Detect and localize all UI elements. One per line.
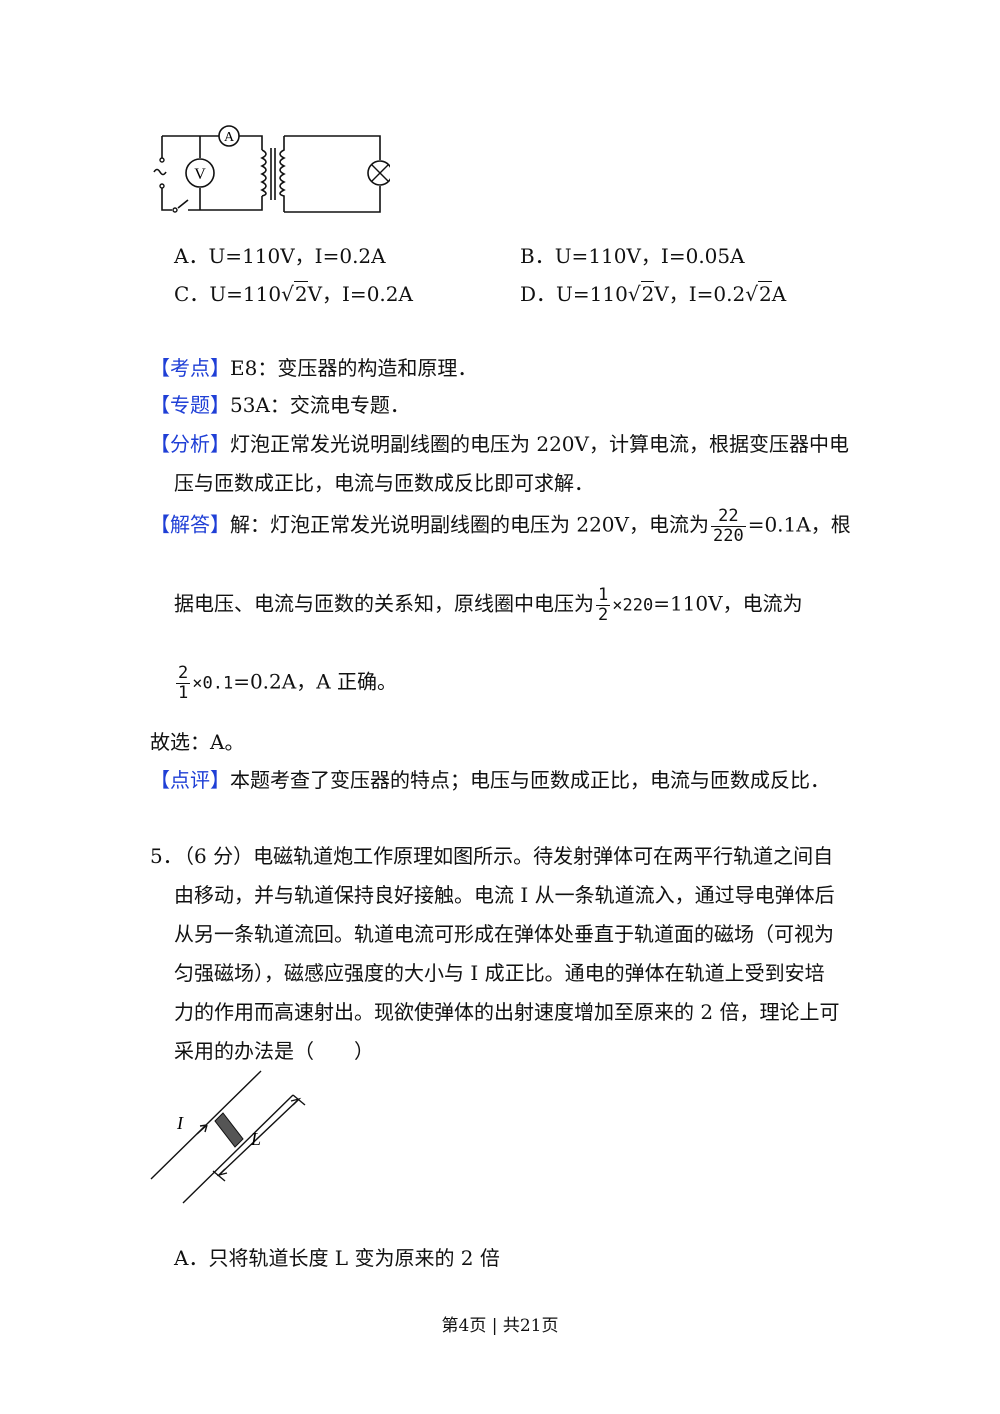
dianping-label: 【点评】 — [150, 768, 230, 792]
q5-number: 5． — [150, 844, 183, 868]
fenxi-line2: 压与匝数成正比，电流与匝数成反比即可求解． — [174, 471, 594, 495]
q5-line-6: 采用的办法是（ ） — [174, 1039, 374, 1063]
q5-line-4: 匀强磁场），磁感应强度的大小与 I 成正比。通电的弹体在轨道上受到安培 — [174, 961, 825, 985]
lamp-symbol — [367, 160, 390, 186]
jieda-label: 【解答】 — [150, 512, 230, 537]
railgun-diagram: I L — [150, 1070, 306, 1204]
ammeter-symbol — [218, 125, 240, 147]
voltmeter-label: V — [194, 166, 206, 183]
guxuan-line: 故选：A。 — [150, 730, 245, 754]
page-footer: 第4页 | 共21页 — [441, 1316, 559, 1336]
q5-option-a: A．只将轨道长度 L 变为原来的 2 倍 — [174, 1246, 500, 1270]
voltmeter-symbol — [185, 158, 215, 188]
zhuanti-line: 【专题】53A：交流电专题． — [150, 393, 410, 417]
option-c: C．U=110√2V，I=0.2A — [174, 281, 413, 306]
fenxi-line1: 【分析】灯泡正常发光说明副线圈的电压为 220V，计算电流，根据变压器中电 — [150, 432, 849, 456]
fenxi-label: 【分析】 — [150, 432, 230, 456]
q5-line-2: 由移动，并与轨道保持良好接触。电流 I 从一条轨道流入，通过导电弹体后 — [174, 883, 835, 907]
option-d: D．U=110√2V，I=0.2√2A — [520, 281, 787, 306]
ammeter-label: A — [224, 130, 235, 145]
projectile — [214, 1112, 244, 1148]
length-label-l: L — [250, 1129, 261, 1149]
kaodian-line: 【考点】E8：变压器的构造和原理． — [150, 356, 478, 380]
option-a: A．U=110V，I=0.2A — [174, 244, 386, 268]
transformer-circuit-diagram: A V — [153, 125, 390, 213]
q5-line-1: （6 分）电磁轨道炮工作原理如图所示。待发射弹体可在两平行轨道之间自 — [174, 844, 834, 868]
dianping-line: 【点评】本题考查了变压器的特点；电压与匝数成正比，电流与匝数成反比． — [150, 768, 830, 792]
kaodian-label: 【考点】 — [150, 356, 230, 380]
option-b: B．U=110V，I=0.05A — [520, 244, 745, 268]
q5-line-5: 力的作用而高速射出。现欲使弹体的出射速度增加至原来的 2 倍，理论上可 — [174, 1000, 840, 1024]
q5-line-3: 从另一条轨道流回。轨道电流可形成在弹体处垂直于轨道面的磁场（可视为 — [174, 922, 834, 946]
current-label-i: I — [176, 1113, 184, 1133]
zhuanti-label: 【专题】 — [150, 393, 230, 417]
